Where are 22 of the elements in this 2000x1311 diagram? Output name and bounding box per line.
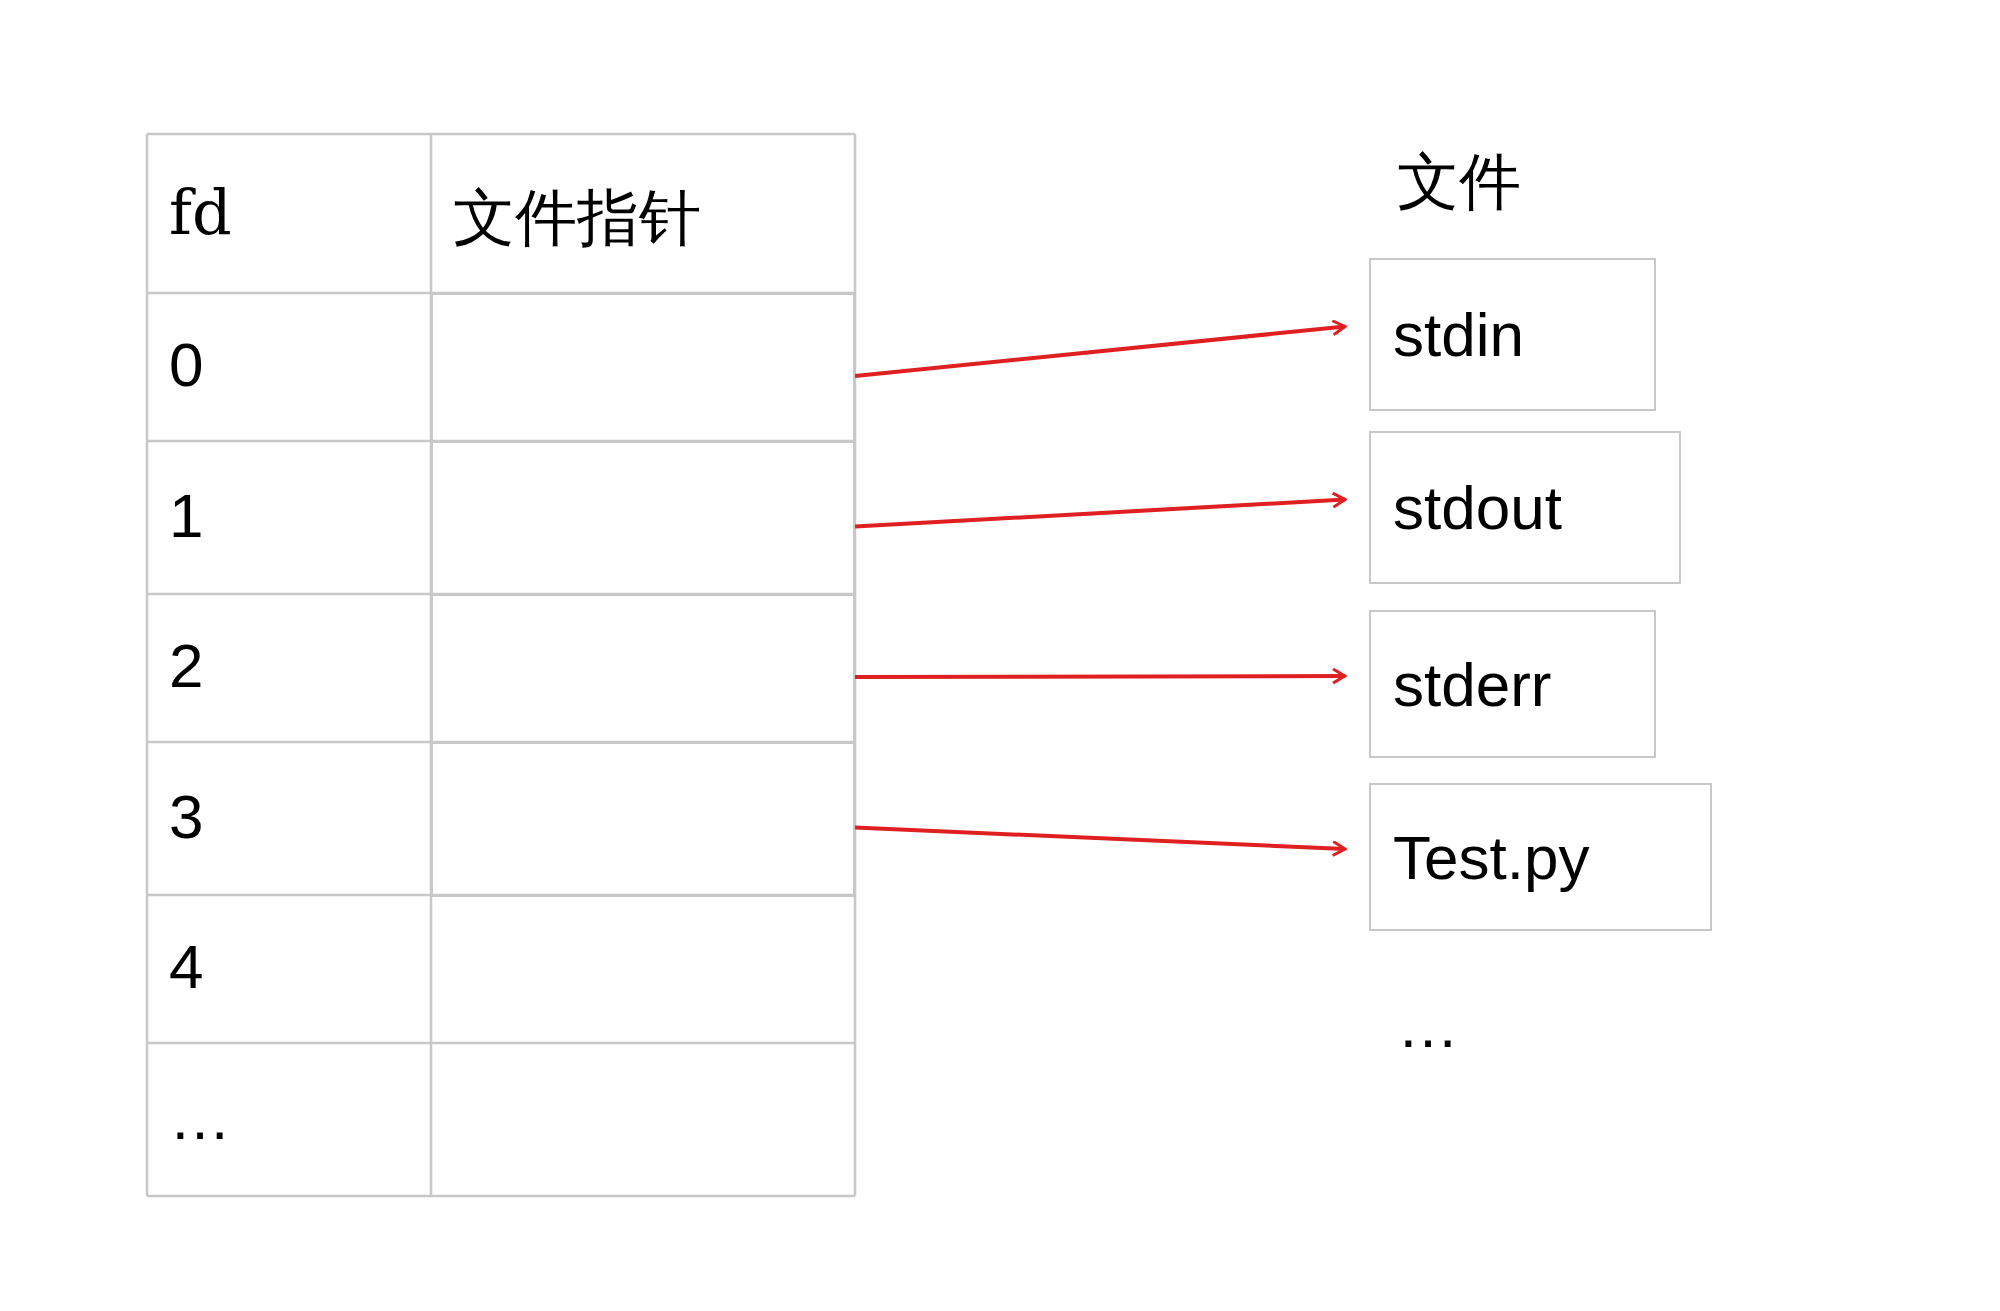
- row-number: 3: [169, 780, 204, 852]
- arrow: [854, 319, 1347, 378]
- column-header: 文件指针: [453, 179, 701, 256]
- row-number: 0: [169, 329, 204, 400]
- row-number: …: [169, 1081, 231, 1153]
- file-box: stdout: [1369, 431, 1681, 584]
- file-box: stderr: [1369, 610, 1656, 758]
- ellipsis-text: …: [1397, 990, 1459, 1061]
- pointer-cell: [431, 441, 855, 596]
- file-box: Test.py: [1369, 783, 1712, 931]
- arrow: [854, 825, 1347, 857]
- row-number: 2: [169, 630, 204, 701]
- column-heading: 文件: [1397, 144, 1521, 220]
- pointer-cell: [431, 742, 855, 897]
- pointer-cell: [431, 293, 855, 443]
- column-header: fd: [169, 175, 232, 249]
- row-number: 1: [169, 479, 204, 551]
- file-box: stdin: [1369, 258, 1656, 411]
- row-number: 4: [169, 931, 204, 1002]
- pointer-cell: [431, 594, 855, 744]
- arrow: [854, 491, 1347, 529]
- arrow: [855, 667, 1347, 685]
